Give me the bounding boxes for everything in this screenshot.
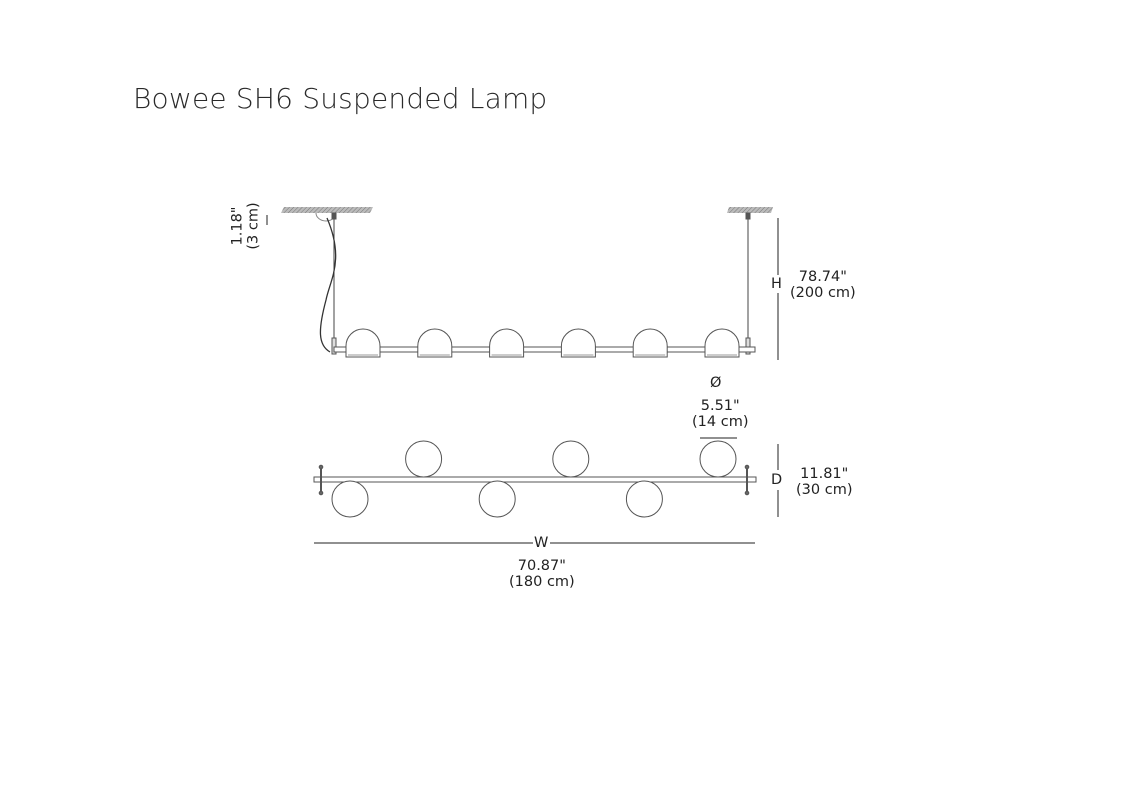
- lamp-bar-top: [313, 476, 757, 483]
- diameter-metric: (14 cm): [692, 414, 749, 430]
- globe-top-view: [699, 440, 737, 478]
- width-letter: W: [534, 535, 549, 551]
- top-view: [313, 440, 757, 518]
- globe-top-view: [478, 480, 516, 518]
- width-dimension: 70.87" (180 cm): [509, 558, 575, 590]
- side-view: [281, 207, 773, 358]
- lamp-shade: [632, 328, 668, 358]
- diameter-dimension: 5.51" (14 cm): [692, 398, 748, 430]
- diameter-imperial: 5.51": [700, 398, 740, 414]
- lamp-bar: [333, 346, 756, 353]
- power-cable: [319, 217, 337, 353]
- globe-top-view: [405, 440, 443, 478]
- ceiling-left: [281, 207, 373, 213]
- width-imperial: 70.87": [517, 558, 566, 574]
- globe-top-view: [625, 480, 663, 518]
- height-dimension: 78.74" (200 cm): [790, 269, 856, 301]
- width-metric: (180 cm): [509, 574, 575, 590]
- depth-imperial: 11.81": [800, 466, 849, 482]
- height-metric: (200 cm): [790, 285, 856, 301]
- canopy-dimension: 1.18" (3 cm): [228, 196, 268, 249]
- canopy-imperial: 1.18": [229, 206, 246, 246]
- height-imperial: 78.74": [798, 269, 847, 285]
- canopy-metric: (3 cm): [245, 202, 262, 250]
- lamp-shade: [345, 328, 381, 358]
- lamp-shade: [489, 328, 525, 358]
- globe-top-view: [331, 480, 369, 518]
- globe-top-view: [552, 440, 590, 478]
- diameter-symbol: Ø: [710, 375, 722, 391]
- lamp-shade: [560, 328, 596, 358]
- ceiling-right: [727, 207, 773, 213]
- lamp-shade: [704, 328, 740, 358]
- page-title: Bowee SH6 Suspended Lamp: [133, 82, 548, 115]
- lamp-shade: [417, 328, 453, 358]
- depth-letter: D: [771, 472, 783, 488]
- height-letter: H: [771, 276, 782, 292]
- depth-dimension: 11.81" (30 cm): [796, 466, 852, 498]
- depth-metric: (30 cm): [796, 482, 853, 498]
